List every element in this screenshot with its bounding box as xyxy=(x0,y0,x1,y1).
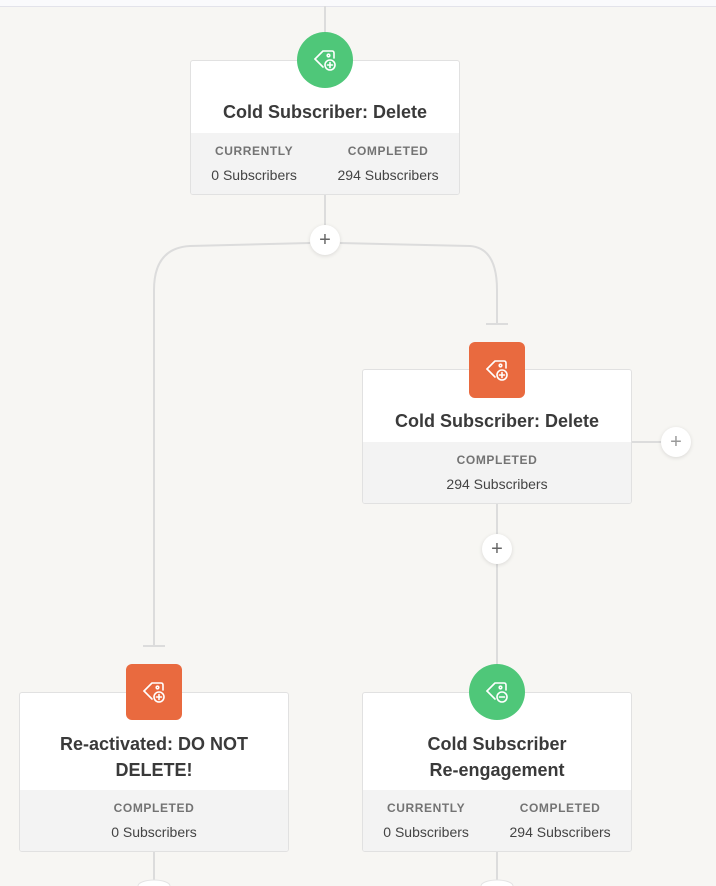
stat-currently: CURRENTLY 0 Subscribers xyxy=(383,801,469,840)
stat-label: COMPLETED xyxy=(519,801,601,815)
stat-label: CURRENTLY xyxy=(214,144,294,158)
node-title: Cold Subscriber: Delete xyxy=(394,411,600,431)
node-title: Re-activated: DO NOT DELETE! xyxy=(59,734,249,780)
stat-value: 0 Subscribers xyxy=(383,824,469,840)
stat-completed: COMPLETED 0 Subscribers xyxy=(111,801,197,840)
stat-completed: COMPLETED 294 Subscribers xyxy=(446,453,547,492)
stat-value: 294 Subscribers xyxy=(446,476,548,492)
stat-value: 294 Subscribers xyxy=(337,167,439,183)
stat-completed: COMPLETED 294 Subscribers xyxy=(510,801,611,840)
tag-add-icon[interactable] xyxy=(469,342,525,398)
stat-label: CURRENTLY xyxy=(386,801,466,815)
stat-label: COMPLETED xyxy=(347,144,429,158)
stat-label: COMPLETED xyxy=(113,801,195,815)
stat-value: 294 Subscribers xyxy=(509,824,611,840)
node-title: Cold Subscriber: Delete xyxy=(222,102,428,122)
stat-label: COMPLETED xyxy=(456,453,538,467)
tag-add-icon[interactable] xyxy=(297,32,353,88)
stat-value: 0 Subscribers xyxy=(111,824,197,840)
tag-remove-icon[interactable] xyxy=(469,664,525,720)
node-stats: COMPLETED 0 Subscribers xyxy=(20,790,288,851)
workflow-node-cold-subscriber-re-engagement[interactable]: Cold Subscriber Re-engagement CURRENTLY … xyxy=(362,692,632,852)
node-stats: CURRENTLY 0 Subscribers COMPLETED 294 Su… xyxy=(191,133,459,194)
node-title: Cold Subscriber Re-engagement xyxy=(427,734,567,780)
node-stats: CURRENTLY 0 Subscribers COMPLETED 294 Su… xyxy=(363,790,631,851)
node-stats: COMPLETED 294 Subscribers xyxy=(363,442,631,503)
stat-currently: CURRENTLY 0 Subscribers xyxy=(211,144,297,183)
stat-completed: COMPLETED 294 Subscribers xyxy=(338,144,439,183)
tag-add-icon[interactable] xyxy=(126,664,182,720)
add-step-button[interactable]: + xyxy=(310,225,340,255)
stat-value: 0 Subscribers xyxy=(211,167,297,183)
canvas-top-border xyxy=(0,0,716,7)
add-step-button[interactable]: + xyxy=(482,534,512,564)
add-branch-button[interactable]: + xyxy=(661,427,691,457)
